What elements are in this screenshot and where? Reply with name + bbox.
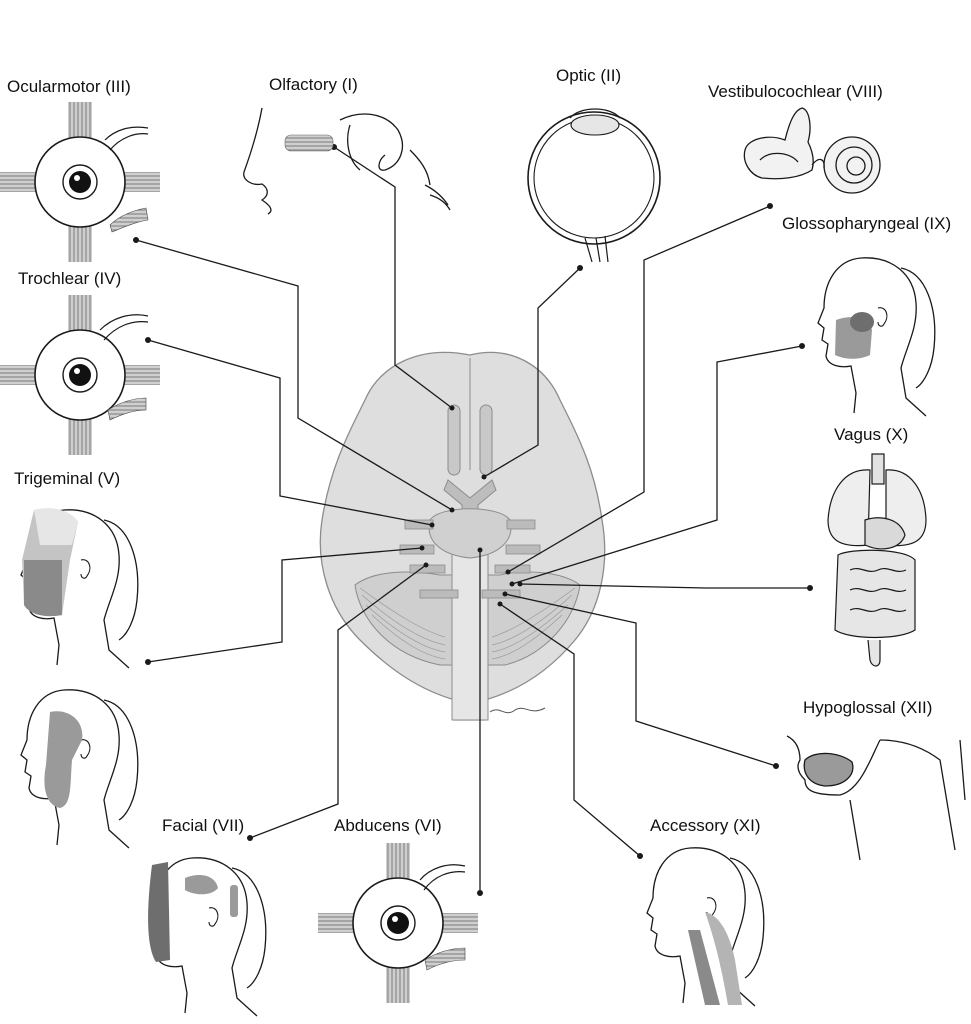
vagus-organs-icon	[827, 453, 927, 667]
label-abducens: Abducens (VI)	[334, 816, 442, 835]
label-glossopharyngeal: Glossopharyngeal (IX)	[782, 214, 952, 233]
line-glossopharyngeal	[511, 345, 803, 585]
trigeminal-head-icon	[20, 508, 139, 669]
olfactory-face-icon	[243, 107, 451, 215]
label-vestibulocochlear: Vestibulocochlear (VIII)	[708, 82, 883, 101]
accessory-head-icon	[646, 847, 765, 1007]
line-vestibulocochlear	[507, 205, 771, 573]
inner-ear-icon	[743, 107, 881, 194]
label-oculomotor: Ocularmotor (III)	[7, 77, 131, 96]
line-trochlear	[147, 339, 433, 526]
line-facial	[249, 564, 427, 839]
line-oculomotor	[135, 239, 453, 511]
line-vagus	[519, 583, 810, 589]
brain-illustration	[319, 351, 606, 721]
label-facial: Facial (VII)	[162, 816, 245, 835]
label-vagus: Vagus (X)	[834, 425, 909, 444]
label-olfactory: Olfactory (I)	[269, 75, 358, 94]
label-trigeminal: Trigeminal (V)	[14, 469, 121, 488]
label-hypoglossal: Hypoglossal (XII)	[803, 698, 933, 717]
line-optic	[483, 267, 581, 478]
line-accessory	[499, 603, 641, 857]
glossopharyngeal-head-icon	[817, 257, 936, 417]
label-trochlear: Trochlear (IV)	[18, 269, 122, 288]
label-optic: Optic (II)	[556, 66, 622, 85]
connector-dots	[133, 144, 813, 896]
optic-eyeball-icon	[527, 108, 661, 263]
abducens-eye-icon	[318, 843, 478, 1003]
label-accessory: Accessory (XI)	[650, 816, 761, 835]
connector-lines	[135, 146, 810, 893]
line-olfactory	[333, 146, 453, 409]
trochlear-eye-icon	[0, 295, 160, 455]
line-trigeminal	[147, 547, 423, 663]
line-hypoglossal	[504, 593, 777, 767]
hypoglossal-tongue-icon	[786, 735, 966, 861]
oculomotor-eye-icon	[0, 102, 160, 262]
trigeminal-head-2-icon	[20, 689, 139, 849]
facial-head-icon	[148, 857, 267, 1017]
